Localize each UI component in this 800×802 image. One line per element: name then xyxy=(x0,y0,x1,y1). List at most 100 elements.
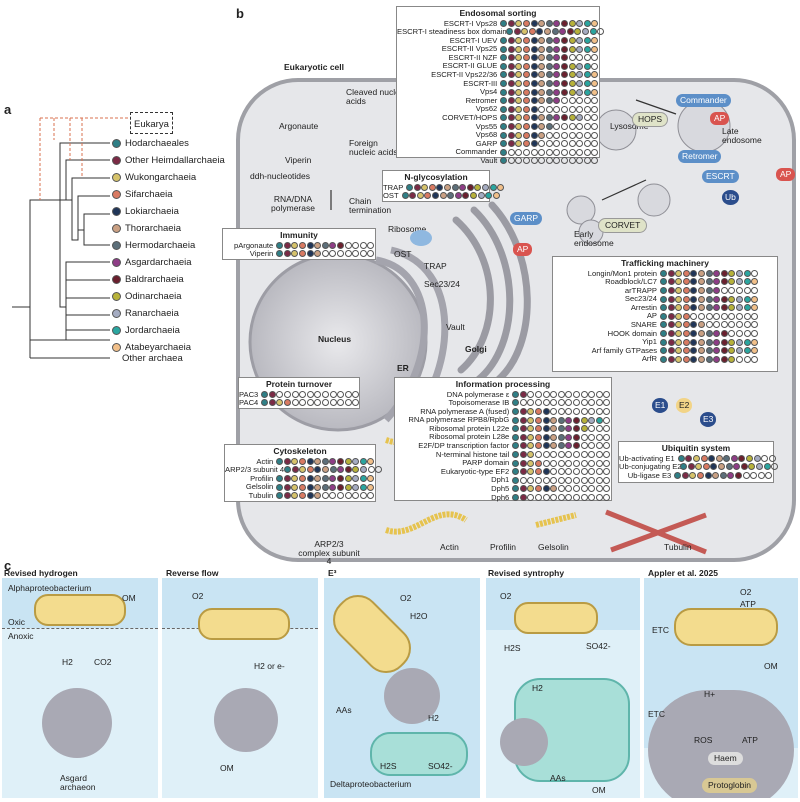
presence-dot xyxy=(595,407,603,415)
c1-archaeon xyxy=(42,688,112,758)
presence-dot xyxy=(591,19,599,27)
presence-dot xyxy=(535,425,543,433)
c4-h2s-label: H2S xyxy=(504,643,521,653)
presence-dot xyxy=(576,45,584,53)
presence-dot xyxy=(751,304,759,312)
presence-dot xyxy=(561,148,569,156)
presence-dot xyxy=(588,407,596,415)
presence-dot xyxy=(314,457,322,465)
matrix-row: arTRAPP xyxy=(553,286,777,295)
presence-dot xyxy=(283,492,291,500)
matrix-row: Gelsolin xyxy=(225,483,375,492)
presence-dot xyxy=(591,71,599,79)
presence-dot xyxy=(735,355,743,363)
presence-dot xyxy=(535,416,543,424)
matrix-row: N-terminal histone tail xyxy=(395,450,611,459)
taxon-row: Ranarchaeia xyxy=(112,305,225,322)
presence-dot xyxy=(553,54,561,62)
presence-dot xyxy=(299,492,307,500)
presence-dot xyxy=(720,338,728,346)
presence-dot xyxy=(454,192,462,200)
presence-dot xyxy=(591,148,599,156)
presence-dot xyxy=(553,36,561,44)
presence-dot xyxy=(507,79,515,87)
ap-badge-2: AP xyxy=(710,112,730,125)
presence-dot xyxy=(507,71,515,79)
presence-dot xyxy=(565,407,573,415)
matrix-row: ESCRT-II GLUE xyxy=(397,62,599,71)
matrix-row: Dph5 xyxy=(395,485,611,494)
presence-dot xyxy=(553,114,561,122)
presence-dot xyxy=(685,454,693,462)
information-title: Information processing xyxy=(455,379,551,389)
taxon-row: Hermodarchaeia xyxy=(112,237,225,254)
matrix-row-label: Roadblock/LC7 xyxy=(605,277,657,287)
presence-dot xyxy=(314,250,322,258)
matrix-row-label: Vps55 xyxy=(475,121,498,131)
presence-dot xyxy=(748,463,756,471)
presence-dot xyxy=(573,399,581,407)
presence-dot xyxy=(763,463,771,471)
panel-label-a: a xyxy=(4,102,12,117)
presence-dot xyxy=(527,468,535,476)
presence-dot xyxy=(329,492,337,500)
panel-label-b: b xyxy=(236,6,244,21)
presence-dot xyxy=(682,321,690,329)
presence-dot xyxy=(500,19,508,27)
presence-dot xyxy=(588,476,596,484)
presence-dot xyxy=(507,140,515,148)
presence-dot xyxy=(573,450,581,458)
matrix-row: ESCRT-I steadiness box domain xyxy=(397,28,605,37)
presence-dot xyxy=(512,450,520,458)
matrix-row: pArgonaute xyxy=(223,241,375,250)
early-endosome-label: Early endosome xyxy=(574,229,614,248)
presence-dot xyxy=(268,390,276,398)
presence-dot xyxy=(735,347,743,355)
presence-dot xyxy=(660,304,667,312)
presence-dot xyxy=(681,471,689,479)
presence-dot xyxy=(515,36,523,44)
presence-dot xyxy=(675,286,683,294)
presence-dot xyxy=(765,471,773,479)
presence-dot xyxy=(519,485,527,493)
presence-dot xyxy=(713,269,721,277)
matrix-row-label: pArgonaute xyxy=(234,240,274,250)
presence-dot xyxy=(530,79,538,87)
presence-dot xyxy=(743,286,751,294)
c3-aas-label: AAs xyxy=(336,705,352,715)
presence-dot xyxy=(675,347,683,355)
presence-dot xyxy=(500,71,508,79)
presence-dot xyxy=(667,304,675,312)
presence-dot xyxy=(291,390,299,398)
escrt-badge: ESCRT xyxy=(702,170,739,183)
presence-dot xyxy=(306,466,314,474)
presence-dot xyxy=(545,62,553,70)
presence-dot xyxy=(321,250,329,258)
presence-dot xyxy=(261,390,269,398)
c2-bacterium xyxy=(198,608,290,640)
presence-dot xyxy=(535,390,543,398)
taxon-label: Hermodarchaeia xyxy=(125,239,196,251)
matrix-row-label: Actin xyxy=(256,456,274,466)
presence-dot xyxy=(523,62,531,70)
presence-dot xyxy=(506,28,513,36)
presence-dot xyxy=(519,459,527,467)
presence-dot xyxy=(561,122,569,130)
presence-dot xyxy=(565,468,573,476)
presence-dot xyxy=(603,407,611,415)
presence-dot xyxy=(557,407,565,415)
ubiquitin-title: Ubiquitin system xyxy=(661,443,731,453)
presence-dot xyxy=(515,45,523,53)
presence-dot xyxy=(728,312,736,320)
presence-dot xyxy=(545,54,553,62)
presence-dot xyxy=(530,19,538,27)
presence-dot xyxy=(550,468,558,476)
presence-dot xyxy=(299,466,307,474)
panel-c3: O2 H2O AAs H2 H2S SO42- Deltaproteobacte… xyxy=(324,578,480,798)
matrix-row: ArfR xyxy=(553,355,777,364)
presence-dot xyxy=(512,407,520,415)
presence-dot xyxy=(492,192,500,200)
presence-dot xyxy=(359,250,367,258)
taxon-dot xyxy=(112,292,121,301)
